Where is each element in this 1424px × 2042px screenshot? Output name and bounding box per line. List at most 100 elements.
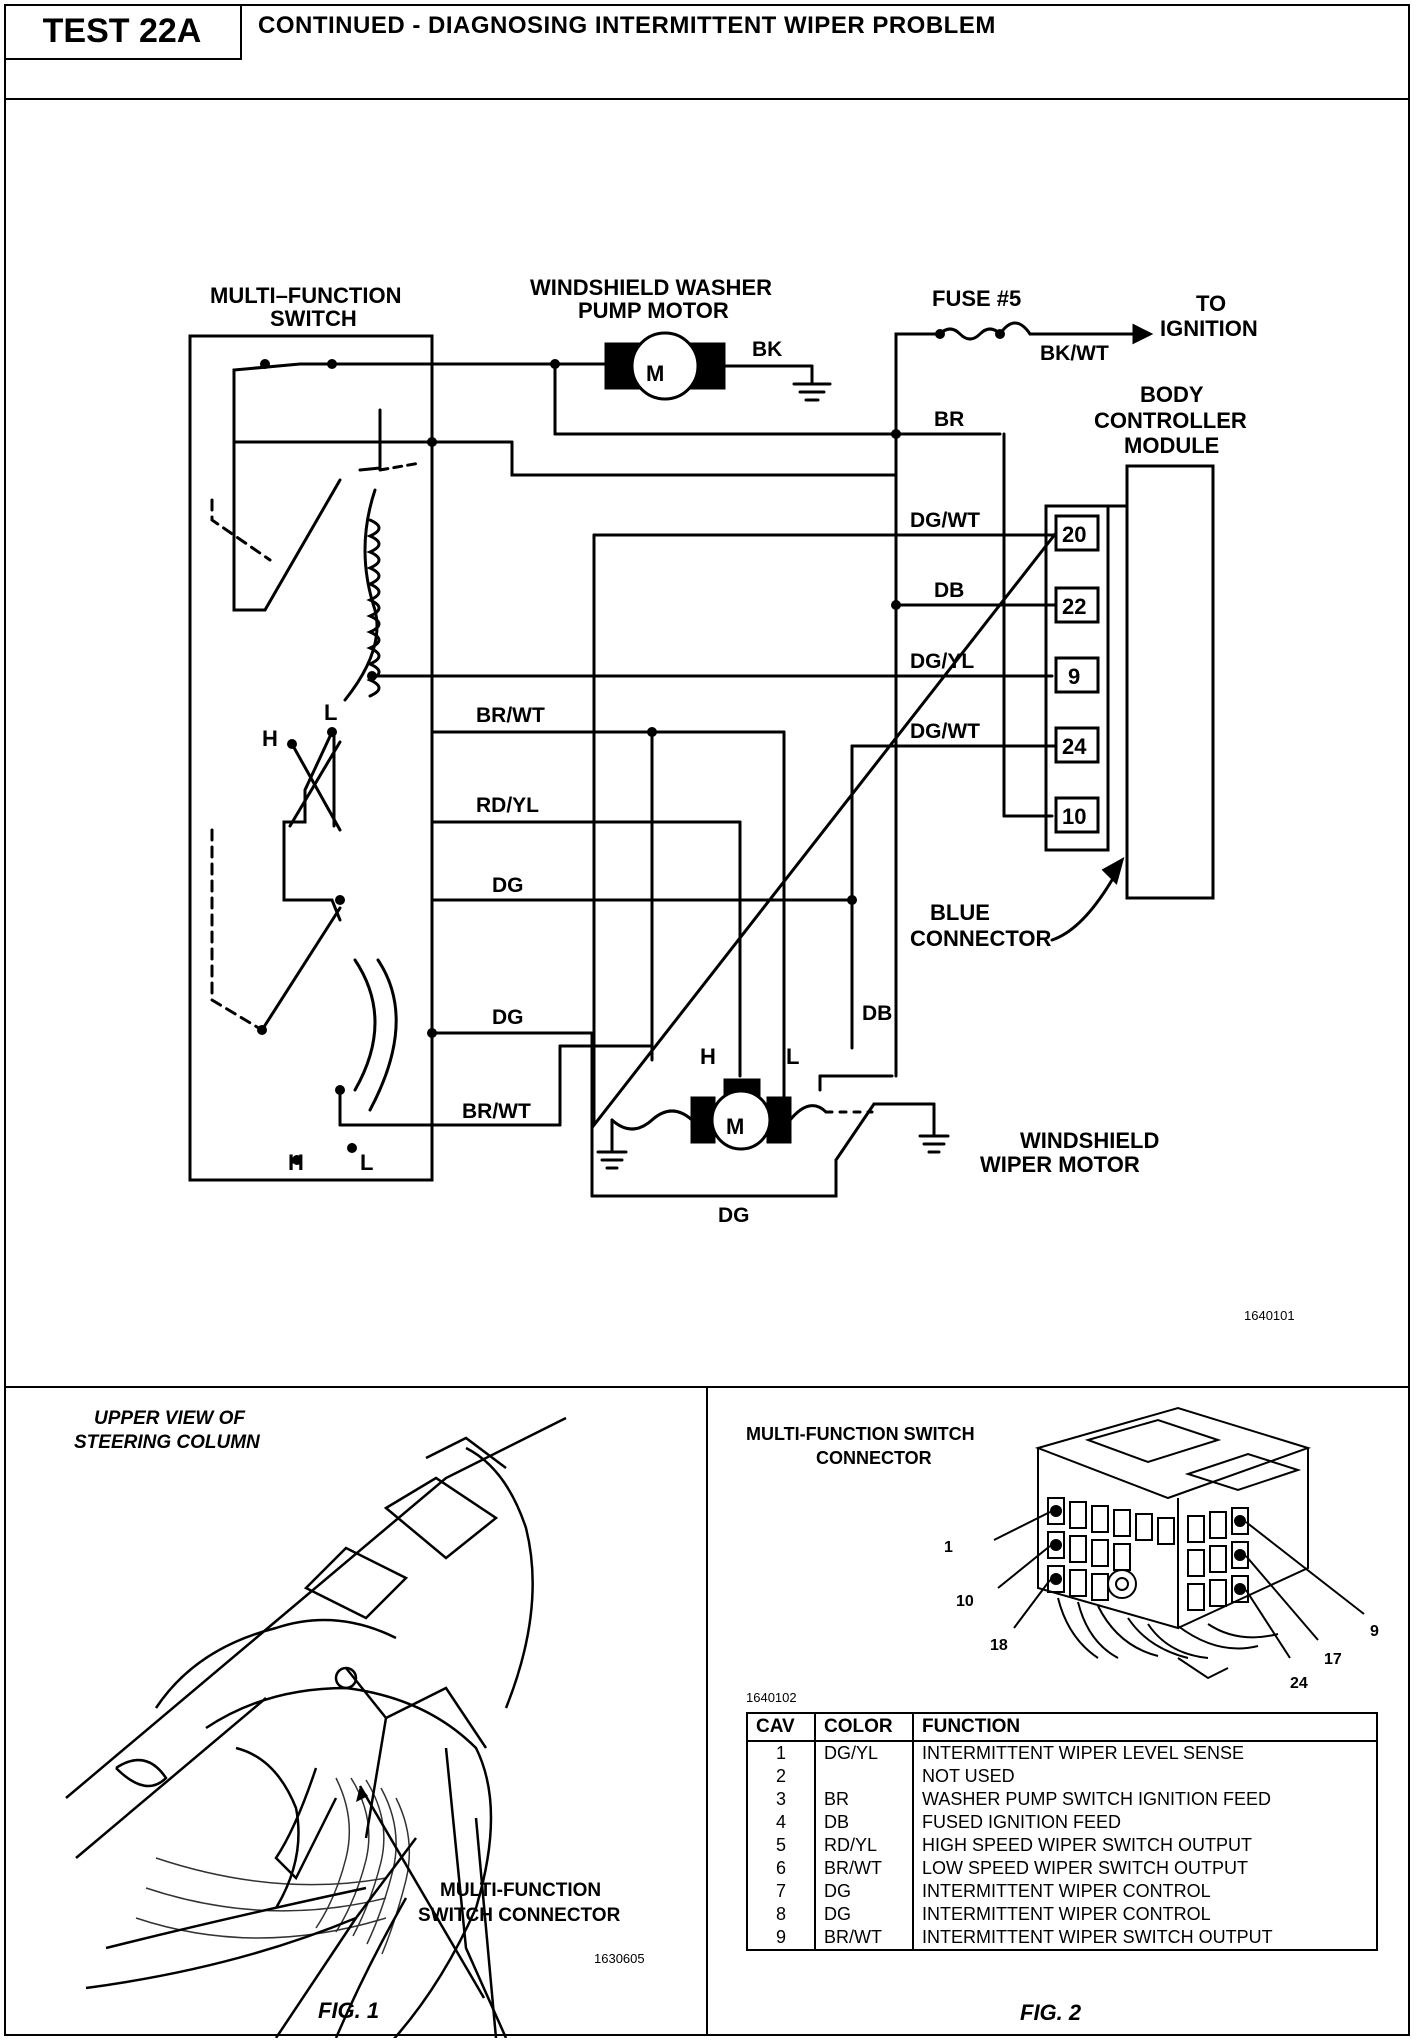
cell-color: RD/YL (814, 1834, 914, 1857)
cav-callout-17: 17 (1324, 1651, 1342, 1668)
wire-dg-wt-24: DG/WT (910, 720, 980, 743)
col-header-color: COLOR (814, 1712, 914, 1742)
pin-24: 24 (1062, 734, 1087, 759)
cell-function: LOW SPEED WIPER SWITCH OUTPUT (912, 1857, 1378, 1880)
wire-bk: BK (752, 338, 782, 361)
fig2-caption: FIG. 2 (1020, 2000, 1082, 2025)
wire-br-wt: BR/WT (476, 704, 545, 727)
wire-br: BR (934, 408, 964, 431)
blue-connector-line2: CONNECTOR (910, 926, 1051, 951)
cav-callout-24: 24 (1290, 1675, 1308, 1692)
col-header-function: FUNCTION (912, 1712, 1378, 1742)
washer-motor-symbol: M (646, 361, 664, 386)
wiper-label-line1: WINDSHIELD (1020, 1128, 1159, 1153)
cell-function: INTERMITTENT WIPER SWITCH OUTPUT (912, 1926, 1378, 1951)
schematic-figure-id: 1640101 (1244, 1308, 1295, 1323)
fig2-connector: MULTI-FUNCTION SWITCH CONNECTOR 1 10 18 … (746, 1406, 1379, 1705)
pin-20: 20 (1062, 522, 1086, 547)
cell-color: BR/WT (814, 1926, 914, 1951)
wiring-schematic: MULTI–FUNCTION SWITCH WINDSHIELD WASHER … (188, 275, 1295, 1323)
cell-function: FUSED IGNITION FEED (912, 1811, 1378, 1834)
to-ignition-line2: IGNITION (1160, 316, 1258, 341)
cell-cav: 6 (746, 1857, 816, 1880)
wire-bk-wt: BK/WT (1040, 342, 1109, 365)
cell-color: DG/YL (814, 1741, 914, 1765)
pin-9: 9 (1068, 664, 1080, 689)
cell-function: NOT USED (912, 1765, 1378, 1788)
wiper-motor-symbol: M (726, 1114, 744, 1139)
table-header-row: CAV COLOR FUNCTION (746, 1712, 1378, 1742)
cav-callout-9: 9 (1370, 1623, 1379, 1640)
bcm-label-line3: MODULE (1124, 433, 1219, 458)
fuse-label: FUSE #5 (932, 286, 1021, 311)
fig2-title-line1: MULTI-FUNCTION SWITCH (746, 1424, 975, 1444)
cell-color: DG (814, 1903, 914, 1926)
switch-label-line2: SWITCH (270, 306, 357, 331)
wire-db: DB (862, 1002, 892, 1025)
cav-callout-18: 18 (990, 1637, 1008, 1654)
cell-cav: 8 (746, 1903, 816, 1926)
to-ignition-line1: TO (1196, 291, 1226, 316)
wire-br-wt-2: BR/WT (462, 1100, 531, 1123)
cell-cav: 4 (746, 1811, 816, 1834)
switch-body (188, 334, 434, 1182)
table-row: 2 NOT USED (746, 1765, 1378, 1788)
switch-l-bottom: L (360, 1150, 373, 1175)
switch-h-label: H (262, 726, 278, 751)
pin-10: 10 (1062, 804, 1086, 829)
wire-dg-2: DG (492, 1006, 524, 1029)
fig1-steering-column: UPPER VIEW OF STEERING COLUMN MULTI-FUNC… (65, 1408, 645, 2038)
cell-color: BR/WT (814, 1857, 914, 1880)
cell-cav: 9 (746, 1926, 816, 1951)
cell-cav: 1 (746, 1741, 816, 1765)
fig2-figure-id: 1640102 (746, 1690, 797, 1705)
cell-cav: 3 (746, 1788, 816, 1811)
cell-function: INTERMITTENT WIPER LEVEL SENSE (912, 1741, 1378, 1765)
fig1-figure-id: 1630605 (594, 1951, 645, 1966)
washer-label-line2: PUMP MOTOR (578, 298, 729, 323)
motor-h-label: H (700, 1044, 716, 1069)
cell-function: HIGH SPEED WIPER SWITCH OUTPUT (912, 1834, 1378, 1857)
fig1-caption: FIG. 1 (318, 1998, 379, 2023)
pin-22: 22 (1062, 594, 1086, 619)
fig1-view-label-line2: STEERING COLUMN (74, 1432, 261, 1453)
cell-color: DG (814, 1880, 914, 1903)
col-header-cav: CAV (746, 1712, 816, 1742)
figure-divider (706, 1386, 708, 2036)
cell-function: INTERMITTENT WIPER CONTROL (912, 1880, 1378, 1903)
switch-l-label: L (324, 700, 337, 725)
cell-cav: 7 (746, 1880, 816, 1903)
test-id: TEST 22A (4, 4, 242, 60)
motor-l-label: L (786, 1044, 799, 1069)
wire-dg-3: DG (718, 1204, 750, 1227)
cell-color: DB (814, 1811, 914, 1834)
switch-h-bottom: H (288, 1150, 304, 1175)
header-divider (4, 98, 1410, 100)
wiper-label-line2: WIPER MOTOR (980, 1152, 1140, 1177)
wire-rd-yl: RD/YL (476, 794, 539, 817)
cell-color: BR (814, 1788, 914, 1811)
bcm-label-line2: CONTROLLER (1094, 408, 1247, 433)
wire-db-22: DB (934, 579, 964, 602)
fig1-view-label-line1: UPPER VIEW OF (94, 1408, 246, 1429)
cell-cav: 5 (746, 1834, 816, 1857)
cell-cav: 2 (746, 1765, 816, 1788)
bcm-label-line1: BODY (1140, 382, 1204, 407)
wire-dg-wt-20: DG/WT (910, 509, 980, 532)
wire-dg-yl-9: DG/YL (910, 650, 974, 673)
cell-color (814, 1765, 914, 1788)
washer-label-line1: WINDSHIELD WASHER (530, 275, 772, 300)
cell-function: WASHER PUMP SWITCH IGNITION FEED (912, 1788, 1378, 1811)
fig1-connector-label-line1: MULTI-FUNCTION (440, 1880, 601, 1901)
cav-callout-10: 10 (956, 1593, 974, 1610)
blue-connector-line1: BLUE (930, 900, 990, 925)
